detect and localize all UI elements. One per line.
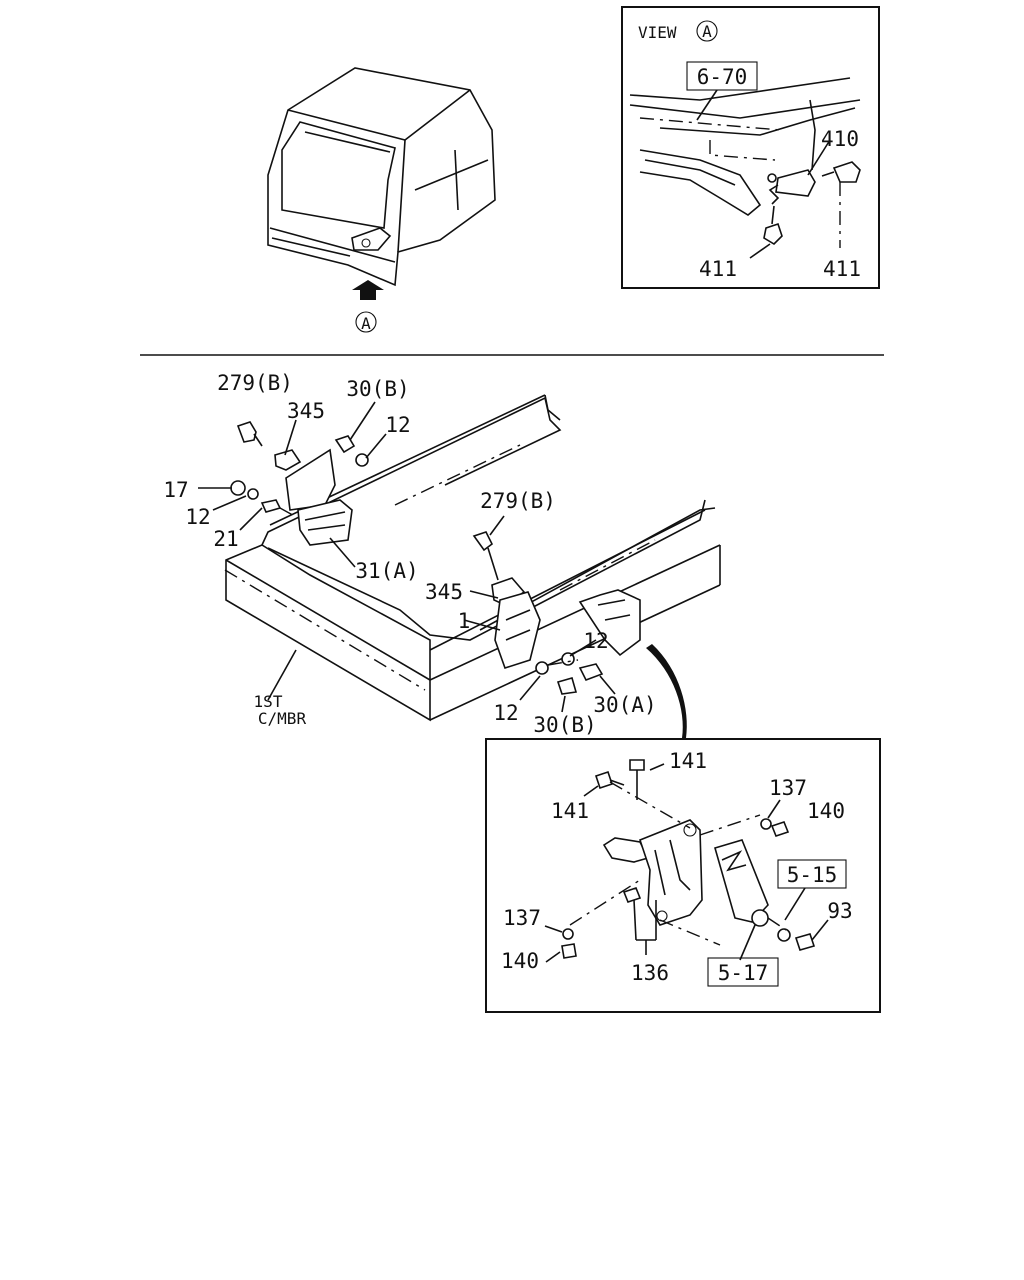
label-21: 21 <box>213 527 238 551</box>
label-141-left: 141 <box>551 799 589 823</box>
label-12-low: 12 <box>493 701 518 725</box>
label-30a: 30(A) <box>593 693 656 717</box>
label-140-top: 140 <box>807 799 845 823</box>
label-30b-top: 30(B) <box>346 377 409 401</box>
label-12-top: 12 <box>385 413 410 437</box>
label-30b-low: 30(B) <box>533 713 596 737</box>
label-137-top: 137 <box>769 776 807 800</box>
label-12-left: 12 <box>185 505 210 529</box>
ref-5-15: 5-15 <box>787 863 838 887</box>
ref-5-15-box <box>777 859 847 889</box>
label-140-left: 140 <box>501 949 539 973</box>
label-137-left: 137 <box>503 906 541 930</box>
frame-label-line2: C/MBR <box>258 709 307 728</box>
ref-5-17-box <box>707 957 779 987</box>
view-marker-circle <box>355 311 377 333</box>
label-345-top: 345 <box>287 399 325 423</box>
frame-illustration: 1ST C/MBR <box>224 394 721 728</box>
label-141-top: 141 <box>669 749 707 773</box>
ref-6-70: 6-70 <box>697 65 748 89</box>
view-a-box: VIEW A 6-70 410 411 411 <box>621 6 880 289</box>
label-136: 136 <box>631 961 669 985</box>
label-410: 410 <box>821 127 859 151</box>
label-31a: 31(A) <box>355 559 418 583</box>
label-345-mid: 345 <box>425 580 463 604</box>
cab-illustration: A <box>267 67 496 333</box>
mount-assembly-middle <box>463 515 687 738</box>
ref-6-70-box <box>686 61 758 91</box>
view-title: VIEW <box>638 23 677 42</box>
ref-5-17: 5-17 <box>718 961 769 985</box>
main-labels: 279(B) 345 30(B) 12 17 12 21 31(A) 279(B… <box>163 371 656 737</box>
view-arrow-icon <box>352 280 384 300</box>
detail-pointer-arrow <box>646 644 687 738</box>
label-411-right: 411 <box>823 257 861 281</box>
label-279b-top: 279(B) <box>217 371 293 395</box>
detail-box: 5-15 5-17 141 141 137 140 137 140 136 93 <box>485 738 881 1013</box>
view-title-marker: A <box>702 22 712 41</box>
frame-label-line1: 1ST <box>254 692 283 711</box>
label-12-mid: 12 <box>583 629 608 653</box>
label-279b-mid: 279(B) <box>480 489 556 513</box>
label-411-left: 411 <box>699 257 737 281</box>
label-17: 17 <box>163 478 188 502</box>
label-93: 93 <box>827 899 852 923</box>
cab-view-marker: A <box>361 314 371 333</box>
label-1: 1 <box>458 609 471 633</box>
mount-assembly-left <box>198 401 387 568</box>
